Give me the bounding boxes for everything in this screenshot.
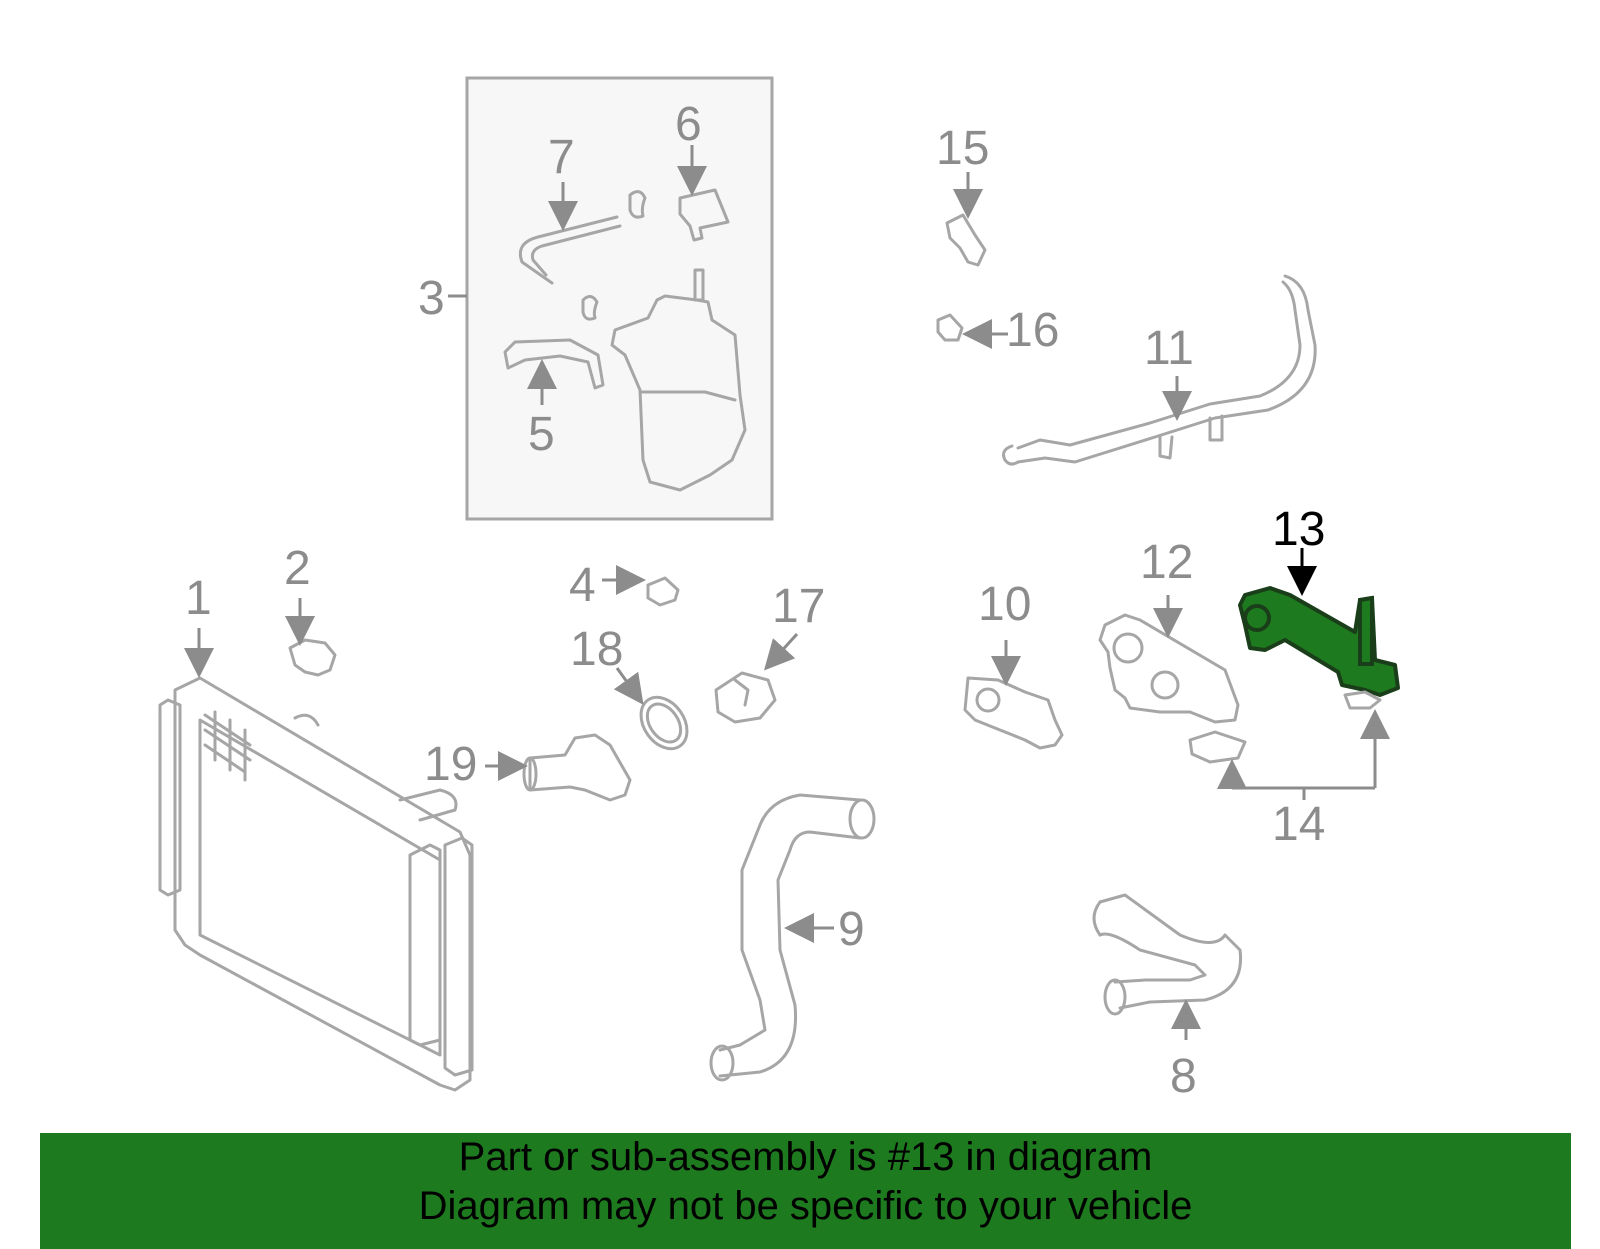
part-16-fitting[interactable]	[936, 313, 964, 342]
reservoir-group-box	[465, 76, 774, 521]
part-10-water-outlet[interactable]	[963, 676, 1064, 750]
callout-9: 9	[838, 903, 865, 956]
part-11-water-pipe[interactable]	[1002, 274, 1317, 466]
banner-line-1: Part or sub-assembly is #13 in diagram	[458, 1135, 1153, 1179]
banner-line-2: Diagram may not be specific to your vehi…	[418, 1184, 1193, 1228]
part-19-water-inlet[interactable]	[522, 733, 632, 802]
callout-16: 16	[1006, 304, 1059, 357]
callout-7: 7	[548, 131, 575, 184]
callout-15: 15	[936, 122, 989, 175]
callout-4: 4	[569, 559, 596, 612]
info-banner: Part or sub-assembly is #13 in diagram D…	[40, 1133, 1571, 1249]
part-17-thermostat[interactable]	[714, 671, 777, 724]
part-12-housing[interactable]	[1098, 613, 1240, 724]
part-4-plug[interactable]	[646, 576, 680, 607]
callout-11: 11	[1144, 322, 1194, 375]
callout-6: 6	[675, 98, 702, 151]
callout-2: 2	[284, 542, 311, 595]
callout-14: 14	[1272, 798, 1325, 851]
part-9-radiator-hose[interactable]	[709, 793, 876, 1082]
leader-lines	[184, 145, 1390, 1040]
clip-icon	[581, 295, 599, 321]
part-6-cap[interactable]	[678, 188, 730, 242]
part-18-gasket[interactable]	[632, 689, 697, 758]
part-8-radiator-hose[interactable]	[1092, 893, 1243, 1016]
part-7-hose[interactable]	[518, 215, 622, 285]
callout-1: 1	[185, 572, 212, 625]
callout-13: 13	[1272, 503, 1325, 556]
part-14-gasket[interactable]	[1188, 730, 1247, 764]
part-5-bracket[interactable]	[503, 338, 605, 390]
reservoir-tank[interactable]	[610, 268, 747, 492]
callout-17: 17	[772, 580, 825, 633]
clip-icon	[628, 190, 647, 219]
callout-10: 10	[978, 578, 1031, 631]
part-13-water-outlet-pipe[interactable]	[1238, 586, 1400, 697]
callout-19: 19	[424, 738, 477, 791]
callout-5: 5	[528, 408, 555, 461]
callout-18: 18	[570, 623, 623, 676]
part-1-radiator[interactable]	[158, 676, 474, 1092]
part-15-sensor[interactable]	[945, 213, 987, 267]
part-2-radiator-cap[interactable]	[288, 638, 337, 677]
callout-8: 8	[1170, 1050, 1197, 1103]
callout-3: 3	[418, 272, 445, 325]
part-14-gasket-2[interactable]	[1343, 690, 1382, 710]
callout-12: 12	[1140, 536, 1193, 589]
